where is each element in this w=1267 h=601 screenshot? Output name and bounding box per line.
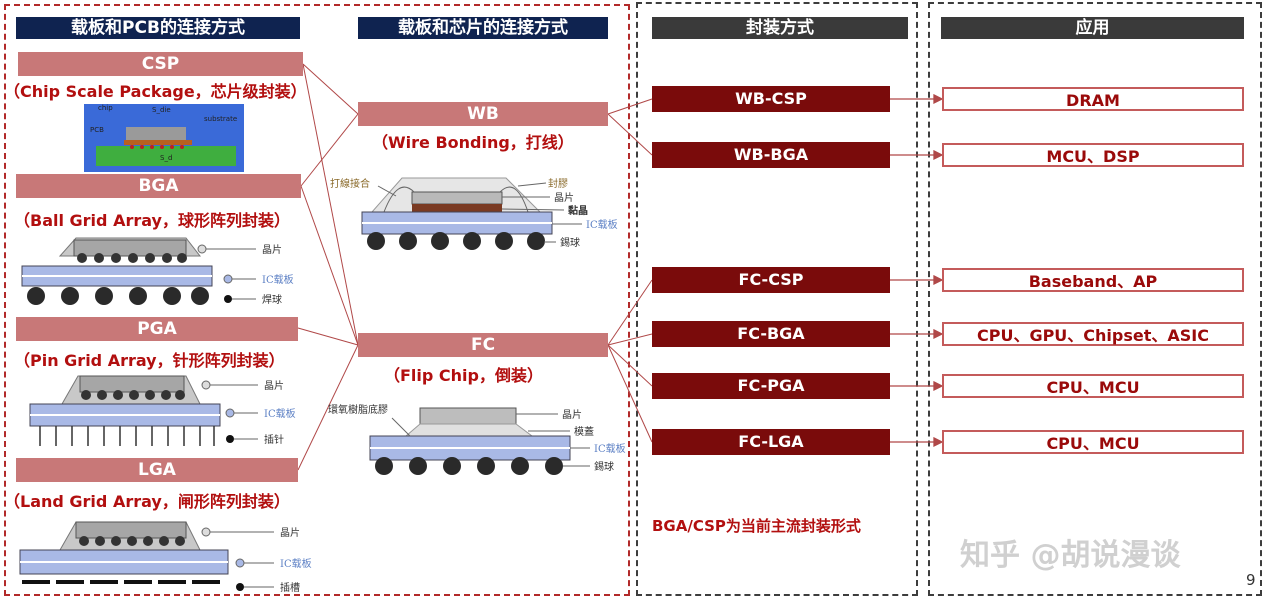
wb-substrate-label: IC载板 xyxy=(586,218,618,231)
package-frame xyxy=(636,2,918,596)
fc-illustration: 環氧樹脂底膠 晶片 模蓋 IC载板 錫球 xyxy=(328,403,626,475)
fc-moldcap-label: 模蓋 xyxy=(574,426,594,438)
method-lga-desc: （Land Grid Array，闸形阵列封装） xyxy=(4,492,290,511)
package-wb-csp: WB-CSP xyxy=(652,86,890,112)
method-bga-desc: （Ball Grid Array，球形阵列封装） xyxy=(14,211,290,230)
pga-illustration: 晶片 IC载板 插针 xyxy=(29,375,296,446)
lga-substrate-label: IC载板 xyxy=(280,557,312,570)
app-cpu-gpu-chipset-asic: CPU、GPU、Chipset、ASIC xyxy=(942,322,1244,346)
wb-solderball-label: 錫球 xyxy=(560,236,580,249)
app-cpu-mcu-pga: CPU、MCU xyxy=(942,374,1244,398)
method-csp-desc: （Chip Scale Package，芯片级封装） xyxy=(4,82,307,101)
bga-solder-label: 焊球 xyxy=(262,293,282,306)
method-lga: LGA xyxy=(16,458,298,482)
package-fc-lga: FC-LGA xyxy=(652,429,890,455)
lga-socket-label: 插槽 xyxy=(280,581,300,594)
lga-chip-label: 晶片 xyxy=(280,526,300,539)
bga-illustration: 晶片 IC载板 焊球 xyxy=(21,237,294,306)
bga-substrate-label: IC载板 xyxy=(262,273,294,286)
package-fc-pga: FC-PGA xyxy=(652,373,890,399)
mainstream-note: BGA/CSP为当前主流封装形式 xyxy=(652,517,861,535)
method-fc-desc: （Flip Chip，倒装） xyxy=(384,366,543,385)
pga-substrate-label: IC载板 xyxy=(264,407,296,420)
wb-illustration: 打線接合 封膠 晶片 黏晶 IC载板 錫球 xyxy=(330,177,618,250)
header-pcb-connection: 载板和PCB的连接方式 xyxy=(16,17,300,39)
package-fc-bga: FC-BGA xyxy=(652,321,890,347)
pcb-to-chip-lines xyxy=(297,63,359,471)
csp-substrate-label: substrate xyxy=(204,115,237,123)
chip-to-package-lines xyxy=(607,98,653,443)
csp-pcb-label: PCB xyxy=(90,126,104,134)
csp-sdie-label: S_die xyxy=(152,106,171,114)
fc-underfill-label: 環氧樹脂底膠 xyxy=(328,403,388,416)
csp-chip-label: chip xyxy=(98,104,113,112)
package-wb-bga: WB-BGA xyxy=(652,142,890,168)
fc-solderball-label: 錫球 xyxy=(594,460,614,473)
pcb-chip-frame xyxy=(4,4,630,596)
wb-dieattach-label: 黏晶 xyxy=(568,204,588,217)
method-pga: PGA xyxy=(16,317,298,341)
method-csp: CSP xyxy=(18,52,303,76)
method-fc: FC xyxy=(358,333,608,357)
method-pga-desc: （Pin Grid Array，针形阵列封装） xyxy=(14,351,285,370)
application-frame xyxy=(928,2,1262,596)
header-application: 应用 xyxy=(941,17,1244,39)
bga-chip-label: 晶片 xyxy=(262,243,282,256)
app-cpu-mcu-lga: CPU、MCU xyxy=(942,430,1244,454)
pga-chip-label: 晶片 xyxy=(264,379,284,392)
header-chip-connection: 载板和芯片的连接方式 xyxy=(358,17,608,39)
pga-pin-label: 插针 xyxy=(264,433,284,446)
method-wb: WB xyxy=(358,102,608,126)
page-number: 9 xyxy=(1246,571,1256,589)
fc-chip-label: 晶片 xyxy=(562,408,582,421)
csp-illustration: chip S_die substrate PCB S_d xyxy=(84,104,244,172)
app-baseband-ap: Baseband、AP xyxy=(942,268,1244,292)
app-dram: DRAM xyxy=(942,87,1244,111)
lga-illustration: 晶片 IC载板 插槽 xyxy=(19,521,312,594)
package-fc-csp: FC-CSP xyxy=(652,267,890,293)
header-package-type: 封装方式 xyxy=(652,17,908,39)
watermark: 知乎 @胡说漫谈 xyxy=(960,538,1181,573)
wb-wirebond-label: 打線接合 xyxy=(330,177,370,190)
method-bga: BGA xyxy=(16,174,301,198)
csp-sd-label: S_d xyxy=(160,154,172,162)
app-mcu-dsp: MCU、DSP xyxy=(942,143,1244,167)
package-to-app-arrows xyxy=(890,93,944,448)
method-wb-desc: （Wire Bonding，打线） xyxy=(372,133,572,152)
wb-chip-label: 晶片 xyxy=(554,191,574,204)
fc-substrate-label: IC载板 xyxy=(594,442,626,455)
wb-encapsulant-label: 封膠 xyxy=(548,177,568,190)
